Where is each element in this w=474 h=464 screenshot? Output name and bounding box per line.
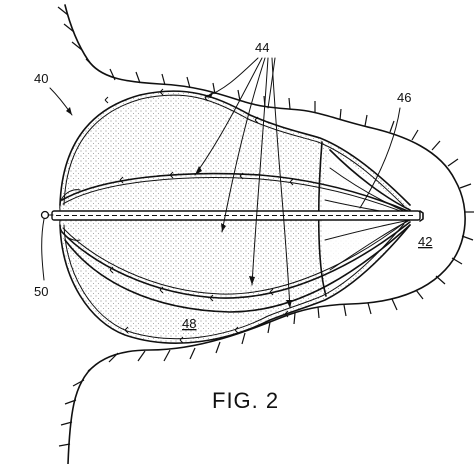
- label-struts-44: 44: [255, 40, 269, 55]
- hatch-mark: [215, 341, 221, 354]
- label-proximal-50: 50: [34, 284, 48, 299]
- hatch-mark: [163, 349, 171, 362]
- leader-46: [359, 107, 401, 209]
- hatch-mark: [135, 71, 141, 84]
- hatch-mark: [64, 399, 77, 405]
- hatch-mark: [459, 183, 472, 189]
- hatch-mark: [87, 362, 99, 372]
- hatch-mark: [447, 158, 459, 167]
- figure-caption: FIG. 2: [212, 388, 279, 413]
- central-shaft: [40, 210, 424, 222]
- hatch-mark: [411, 129, 419, 141]
- hatch-mark: [451, 257, 463, 265]
- hatch-mark: [161, 73, 166, 86]
- hatch-mark: [186, 76, 191, 89]
- hatch-mark: [431, 140, 441, 151]
- leader-50: [41, 218, 45, 281]
- hatch-mark: [108, 352, 119, 363]
- hatch-mark: [317, 306, 320, 319]
- label-mesh-48: 48: [182, 316, 196, 331]
- leader-arrowheads: [195, 92, 292, 308]
- hatch-mark: [241, 332, 246, 345]
- hatch-mark: [293, 312, 296, 325]
- label-distal-46: 46: [397, 90, 411, 105]
- label-tip-42: 42: [418, 234, 432, 249]
- leader-40-arrowhead: [66, 107, 72, 115]
- hatch-mark: [237, 89, 241, 102]
- hatch-mark: [57, 6, 69, 16]
- hatch-mark: [137, 350, 146, 362]
- hatch-mark: [85, 58, 96, 69]
- hatch-mark: [109, 68, 116, 81]
- hatch-mark: [389, 120, 395, 133]
- hatch-mark: [435, 275, 446, 285]
- hatch-mark: [343, 304, 347, 317]
- label-device-40: 40: [34, 71, 48, 86]
- hatch-mark: [461, 235, 474, 241]
- hatch-mark: [288, 97, 291, 110]
- wall-hatching-bottom: [58, 298, 398, 447]
- hatch-mark: [189, 347, 196, 360]
- hatch-mark: [72, 379, 85, 387]
- hatch-mark: [60, 421, 73, 426]
- hatch-mark: [391, 298, 398, 311]
- hatch-mark: [364, 114, 368, 127]
- hatch-mark: [415, 289, 424, 300]
- hatch-mark: [367, 302, 372, 315]
- hatch-mark: [267, 321, 271, 334]
- hatch-mark: [58, 443, 71, 447]
- hatch-mark: [339, 108, 342, 121]
- hatch-mark: [63, 23, 75, 33]
- hatch-mark: [212, 82, 216, 95]
- strut-marks: [104, 88, 294, 344]
- hatch-mark: [71, 41, 83, 51]
